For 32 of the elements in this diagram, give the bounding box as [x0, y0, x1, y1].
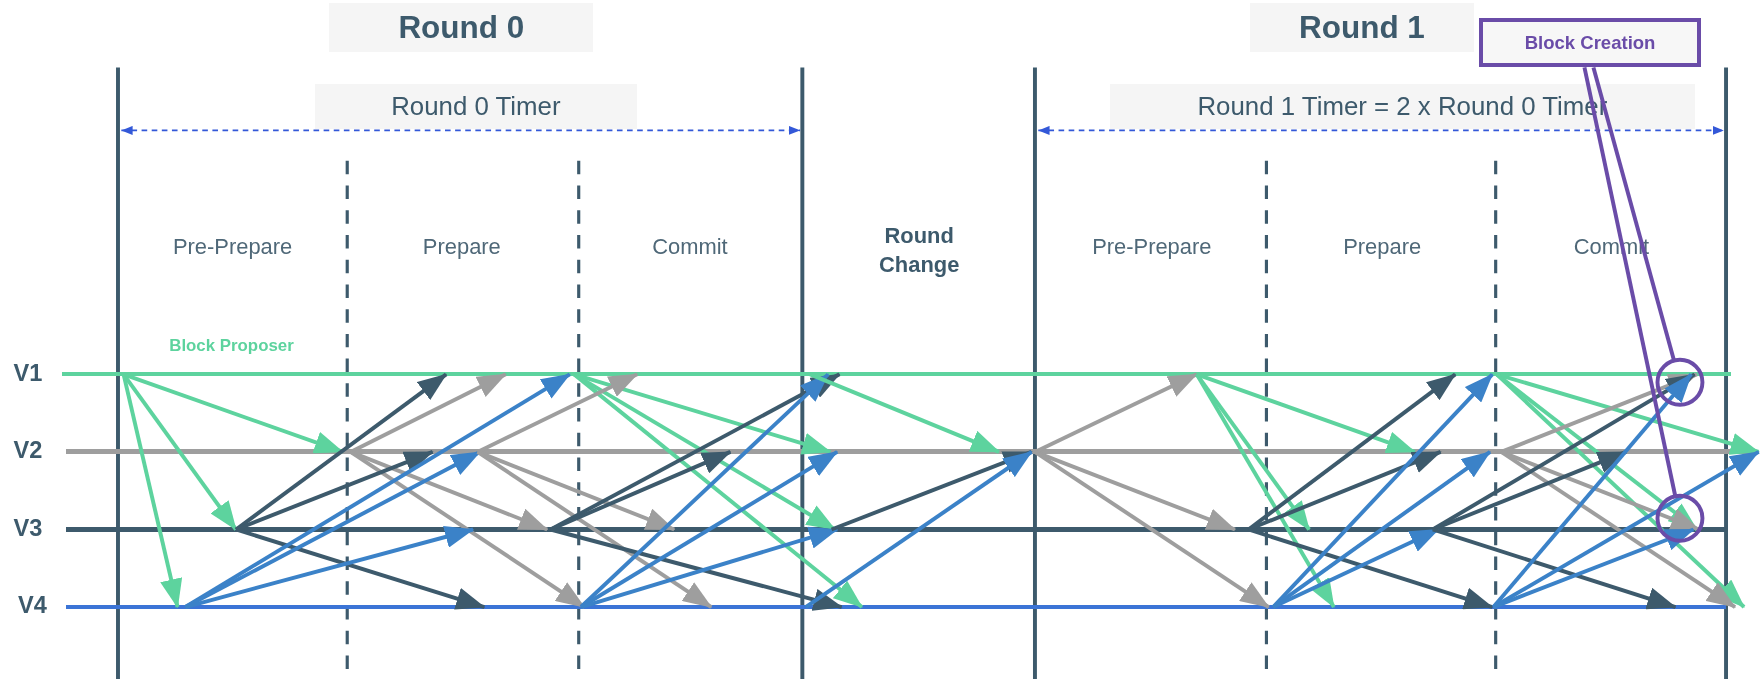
phase-label: Prepare [421, 232, 502, 261]
timer-label: Round 0 Timer [314, 84, 638, 130]
message-arrow [1432, 527, 1677, 610]
round-change-label: Round Change [878, 222, 961, 279]
message-arrow [184, 525, 475, 609]
message-arrow [573, 372, 832, 455]
message-arrow [476, 450, 676, 532]
message-arrow [804, 450, 1033, 609]
validator-label: V4 [17, 594, 47, 619]
message-arrow [235, 450, 434, 532]
phase-label: Prepare [1342, 232, 1423, 261]
validator-label: V2 [13, 439, 43, 463]
message-arrow [1432, 450, 1628, 532]
round-title: Round 0 [329, 3, 594, 52]
proposer-label: Block Proposer [168, 334, 295, 357]
validator-label: V3 [13, 516, 43, 541]
phase-label: Commit [651, 232, 729, 261]
message-arrow [1491, 373, 1693, 609]
callout-box: Block Creation [1478, 17, 1702, 68]
message-arrow [1195, 373, 1336, 609]
message-arrow [476, 450, 713, 609]
validator-label: V1 [13, 361, 43, 386]
round-title: Round 1 [1249, 3, 1475, 52]
message-arrow [809, 372, 1001, 454]
message-arrow [121, 373, 183, 609]
message-arrow [476, 372, 639, 454]
message-arrow [1492, 527, 1695, 609]
message-arrow [235, 527, 486, 610]
message-arrow [1196, 372, 1416, 454]
phase-label: Pre-Prepare [171, 232, 294, 261]
message-arrow [234, 372, 448, 532]
phase-label: Pre-Prepare [1091, 232, 1213, 261]
